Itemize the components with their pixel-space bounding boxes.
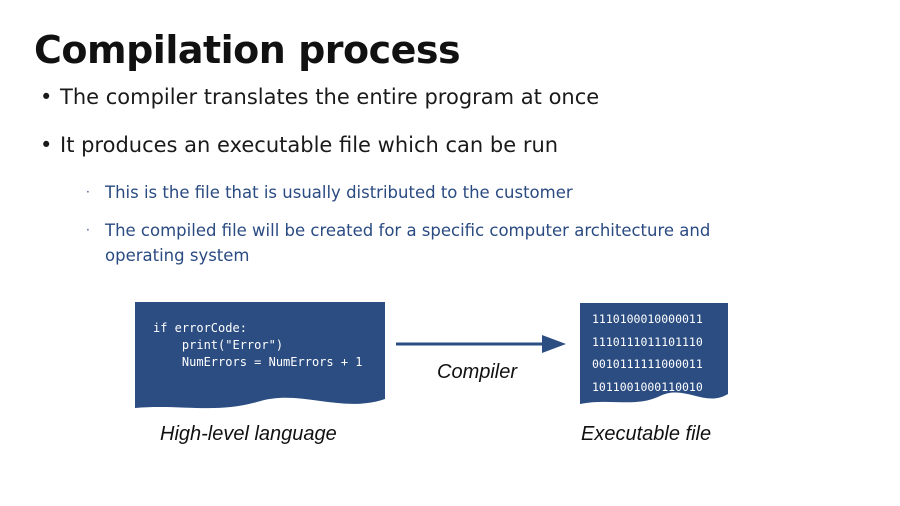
sub-bullet-text: The compiled file will be created for a …	[105, 221, 711, 265]
bullet-marker: •	[40, 85, 53, 109]
sub-bullet-text: This is the file that is usually distrib…	[105, 183, 573, 202]
sub-bullet-item: · The compiled file will be created for …	[86, 218, 776, 268]
sub-bullet-marker: ·	[86, 185, 90, 199]
compiler-label: Compiler	[437, 361, 518, 383]
executable-file-caption: Executable file	[581, 423, 712, 445]
bullet-item: • The compiler translates the entire prog…	[40, 85, 599, 109]
bullet-text: The compiler translates the entire progr…	[60, 85, 600, 109]
executable-document-shape	[580, 303, 728, 407]
slide-title: Compilation process	[34, 28, 461, 72]
bullet-item: • It produces an executable file which ca…	[40, 133, 558, 157]
document-wave-edge	[580, 392, 728, 412]
bullet-text: It produces an executable file which can…	[60, 133, 559, 157]
sub-bullet-item: · This is the file that is usually distr…	[86, 180, 776, 205]
source-code-text: if errorCode: print("Error") NumErrors =…	[153, 321, 363, 369]
bullet-marker: •	[40, 133, 53, 157]
source-document-shape	[135, 302, 385, 409]
compile-arrow-icon	[396, 335, 566, 353]
sub-bullet-marker: ·	[86, 223, 90, 237]
high-level-language-caption: High-level language	[160, 423, 337, 445]
